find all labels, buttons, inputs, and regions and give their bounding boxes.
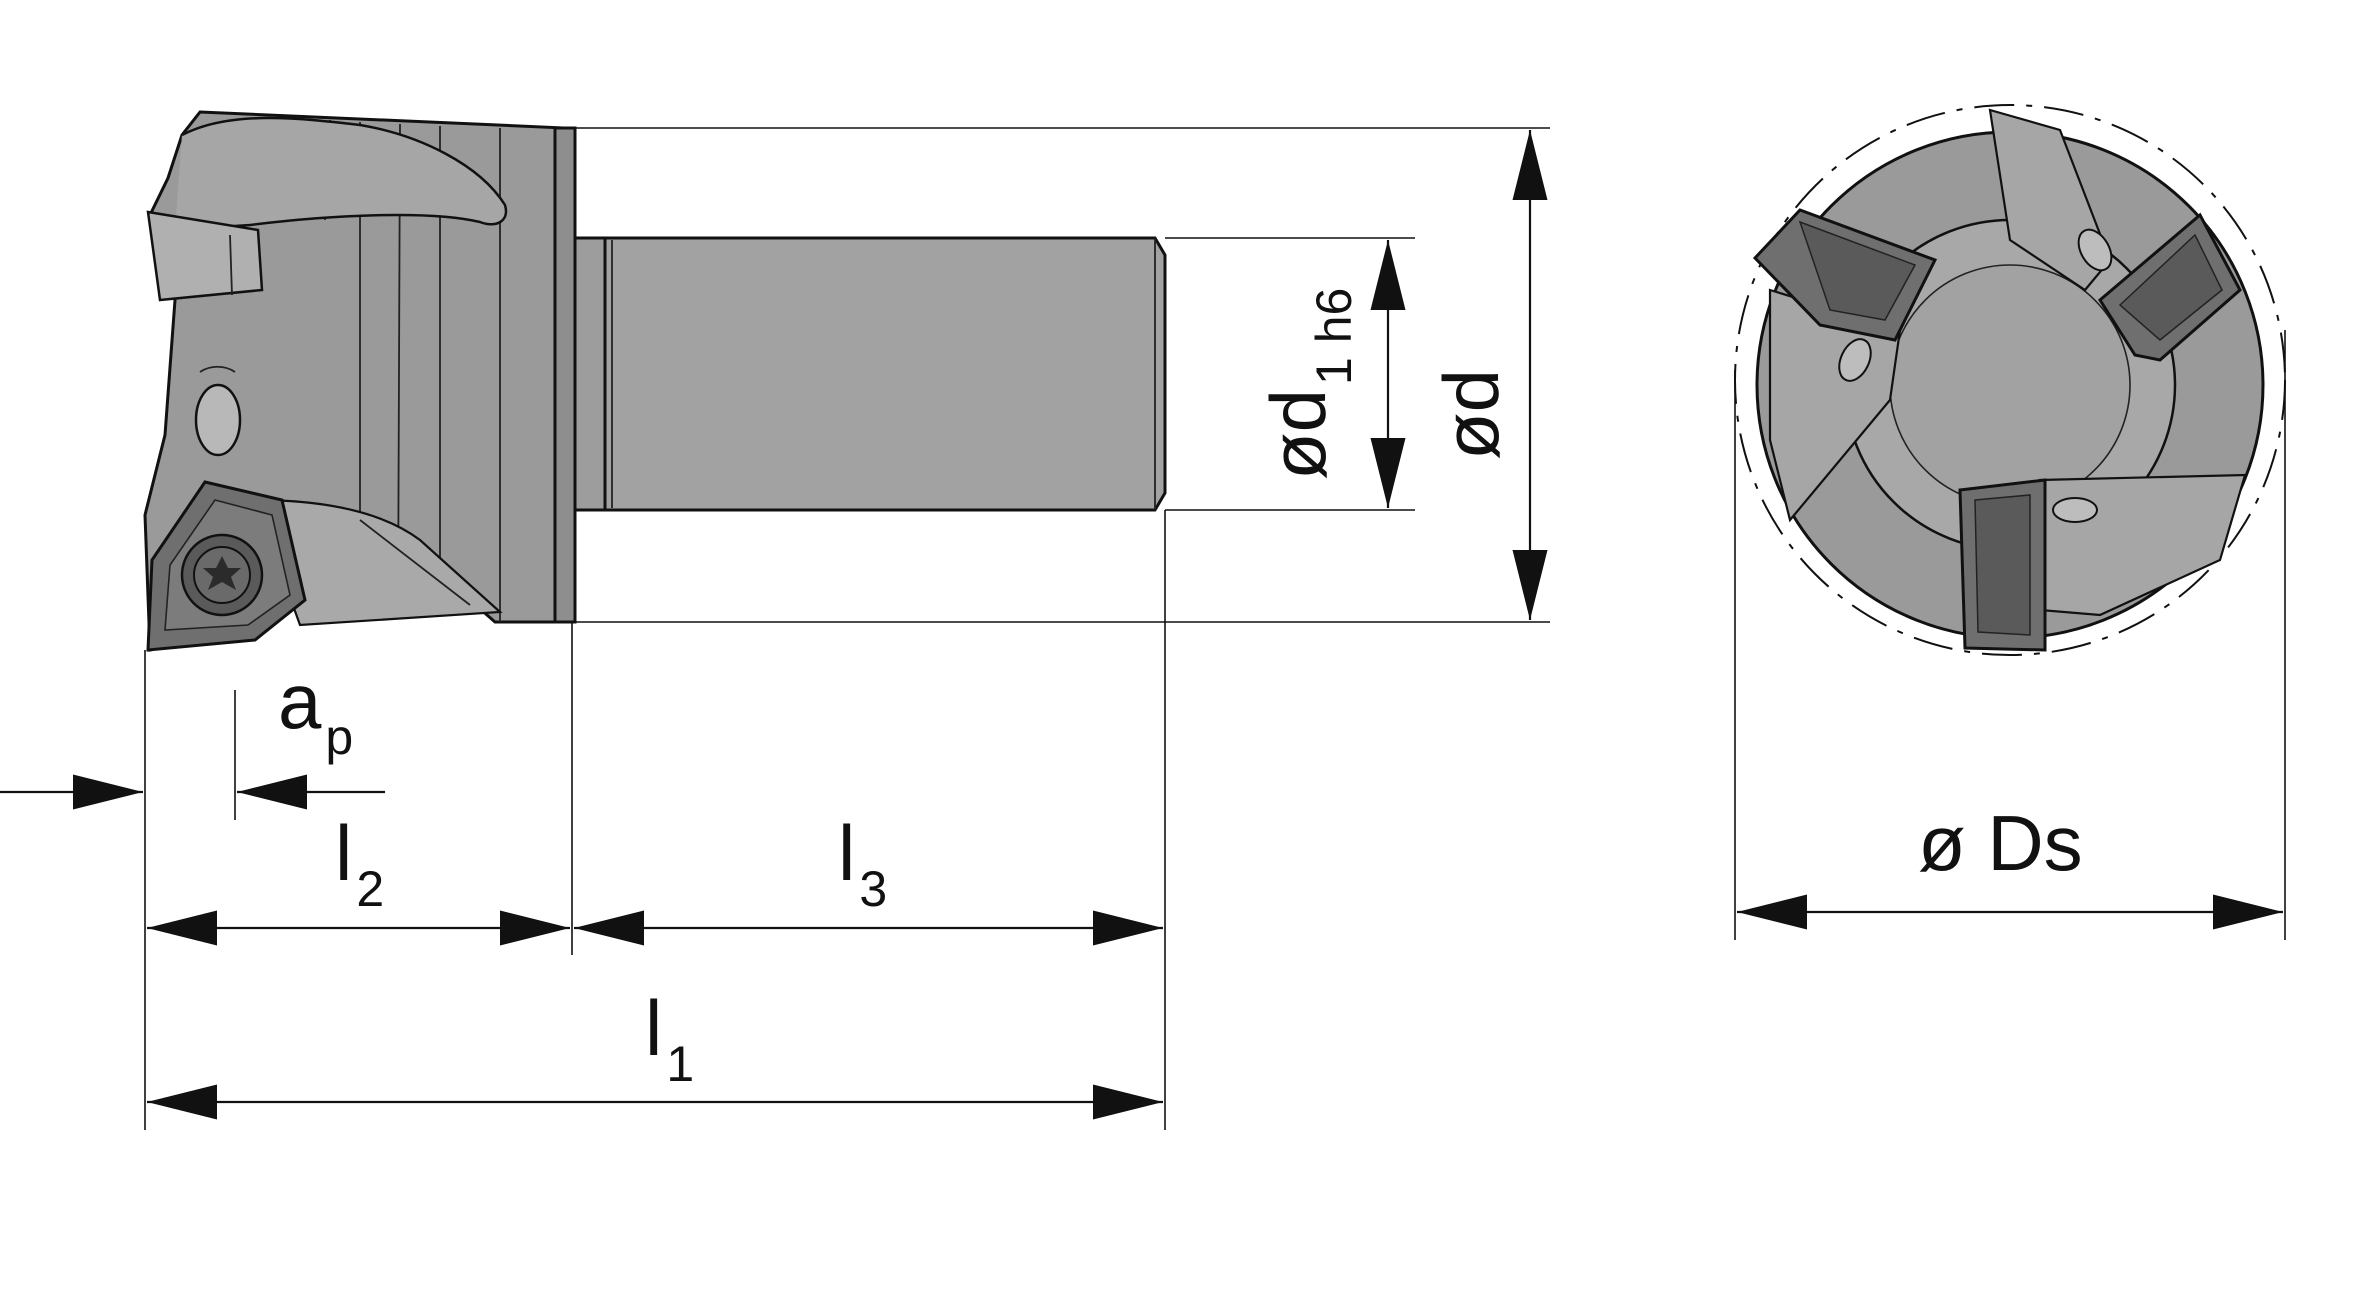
upper-insert-pocket	[146, 210, 264, 302]
swept-diameter-circle	[1734, 104, 2286, 656]
label-d: ød	[1427, 369, 1515, 460]
label-l2: l2	[335, 809, 384, 917]
lower-pocket	[253, 498, 503, 627]
label-ap: ap	[278, 657, 353, 765]
dimension-labels: ap l2 l3 l1 ød1 h6 ød ø Ds	[278, 288, 2083, 1092]
shank-neck	[573, 236, 607, 512]
side-view	[143, 110, 1167, 652]
head-collar	[553, 126, 577, 624]
label-l3: l3	[838, 809, 887, 917]
dimension-lines	[0, 130, 2286, 1120]
coolant-hole	[194, 383, 242, 457]
label-ds: ø Ds	[1918, 799, 2083, 887]
end-view	[1734, 104, 2286, 656]
shank	[603, 236, 1167, 512]
extension-lines	[144, 127, 1550, 1130]
label-d1: ød1 h6	[1254, 288, 1362, 480]
label-l1: l1	[645, 984, 694, 1092]
chip-flute-top	[174, 116, 508, 232]
